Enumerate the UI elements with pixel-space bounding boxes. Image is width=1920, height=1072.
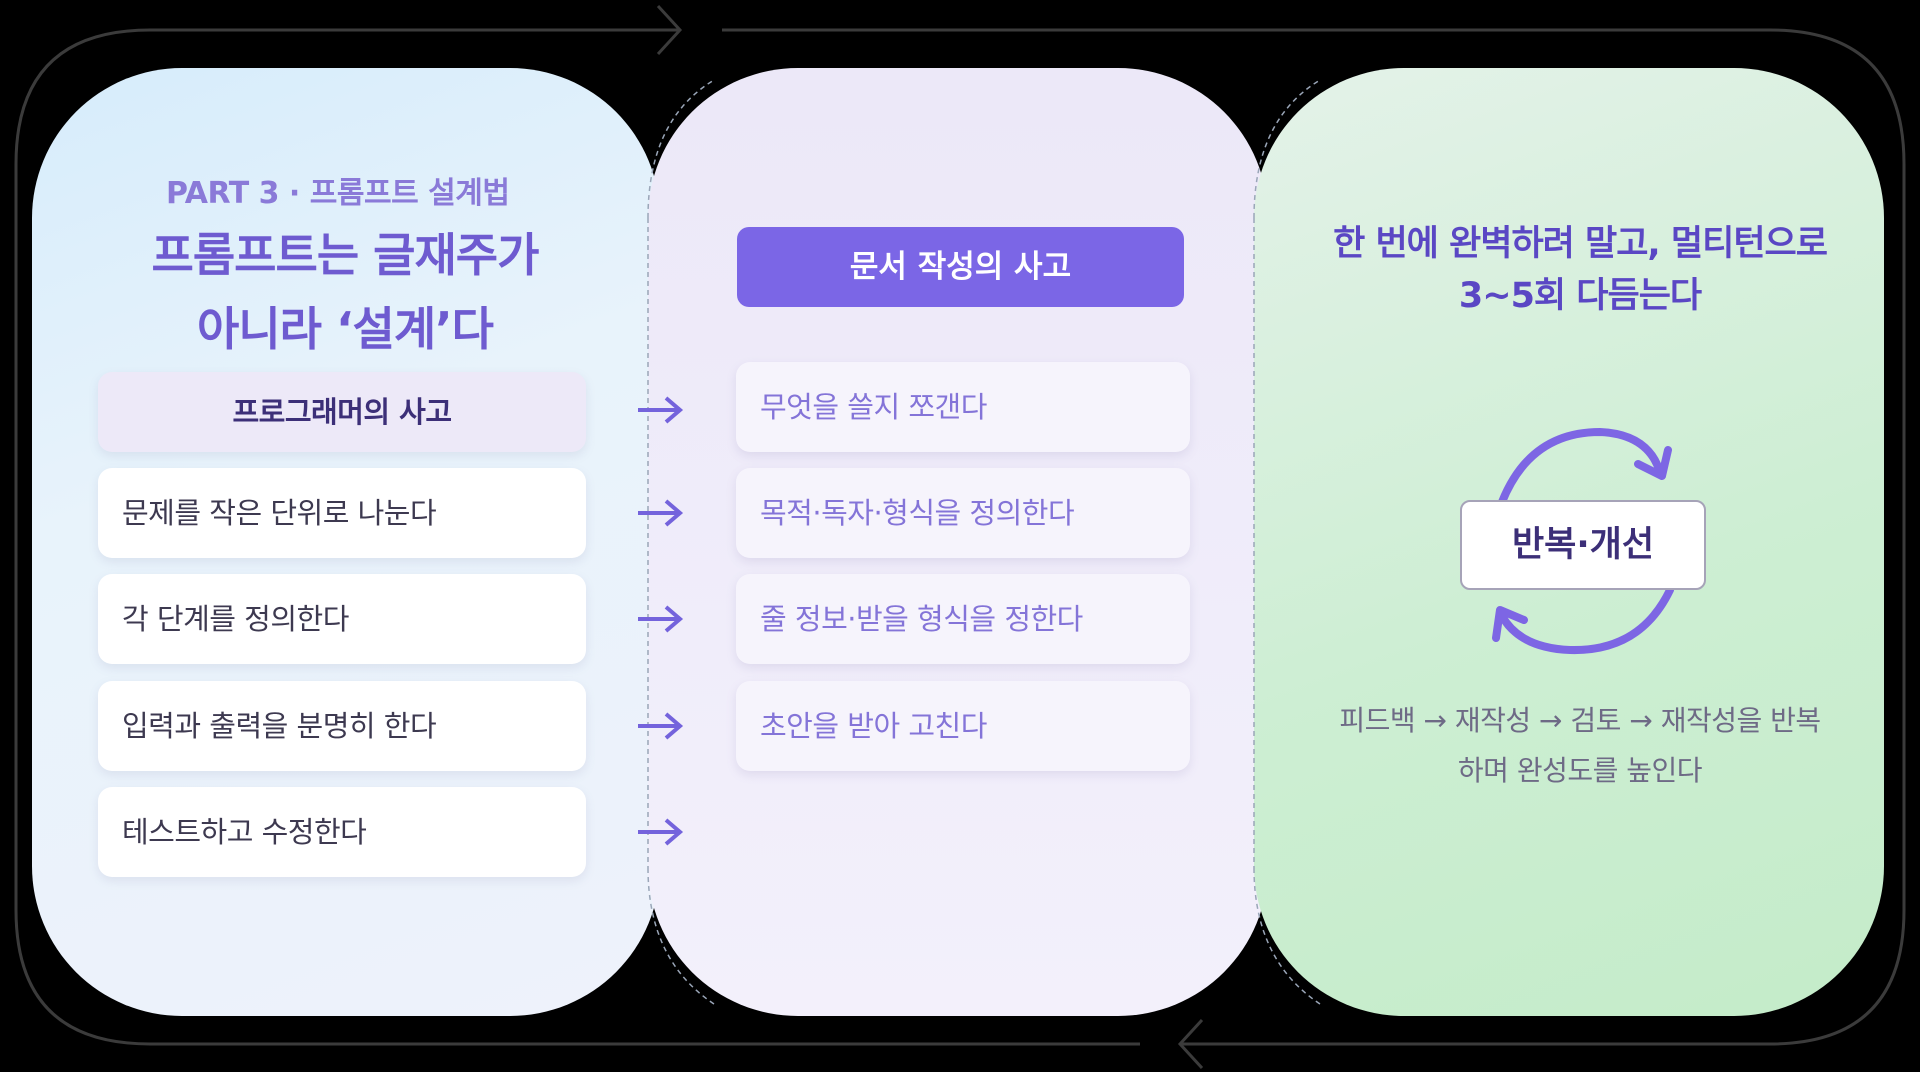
document-step-2: 목적·독자·형식을 정의한다 [736,468,1190,558]
document-step-1-label: 무엇을 쓸지 쪼갠다 [760,390,987,424]
document-thinking-header: 문서 작성의 사고 [737,227,1184,307]
main-title: 프롬프트는 글재주가 아니라 ‘설계’다 [151,228,540,356]
programmer-step-1-label: 문제를 작은 단위로 나눈다 [122,496,437,530]
document-step-2-label: 목적·독자·형식을 정의한다 [760,496,1075,530]
programmer-step-4: 테스트하고 수정한다 [98,787,586,877]
right-arrow-icon [638,605,684,633]
document-step-3-label: 줄 정보·받을 형식을 정한다 [760,602,1083,636]
iteration-description: 피드백 → 재작성 → 검토 → 재작성을 반복하며 완성도를 높인다 [1339,704,1821,787]
programmer-step-3: 입력과 출력을 분명히 한다 [98,681,586,771]
right-arrow-icon [638,712,684,740]
programmer-step-3-label: 입력과 출력을 분명히 한다 [122,709,437,743]
part-label: PART 3 · 프롬프트 설계법 [166,176,510,211]
right-arrow-icon [638,396,684,424]
cycle-label: 반복·개선 [1511,525,1655,565]
iteration-title: 한 번에 완벽하려 말고, 멀티턴으로 3~5회 다듬는다 [1333,224,1828,316]
top-flow-line [722,28,1906,1046]
programmer-step-1: 문제를 작은 단위로 나눈다 [98,468,586,558]
bottom-flow-line [14,28,1140,1046]
document-step-1: 무엇을 쓸지 쪼갠다 [736,362,1190,452]
right-arrow-icon [638,818,684,846]
document-step-4: 초안을 받아 고친다 [736,681,1190,771]
document-step-4-label: 초안을 받아 고친다 [760,709,987,743]
programmer-step-2-label: 각 단계를 정의한다 [122,602,349,636]
document-thinking-header-label: 문서 작성의 사고 [849,249,1072,285]
bottom-arrowhead-icon [1177,1018,1204,1070]
programmer-step-2: 각 단계를 정의한다 [98,574,586,664]
programmer-thinking-header-label: 프로그래머의 사고 [232,395,452,429]
top-arrowhead-icon [656,4,683,56]
document-step-3: 줄 정보·받을 형식을 정한다 [736,574,1190,664]
programmer-step-4-label: 테스트하고 수정한다 [122,815,367,849]
refresh-cycle-icon [1492,427,1674,655]
cycle-label-box: 반복·개선 [1460,500,1706,590]
right-arrow-icon [638,499,684,527]
programmer-thinking-header: 프로그래머의 사고 [98,372,586,452]
